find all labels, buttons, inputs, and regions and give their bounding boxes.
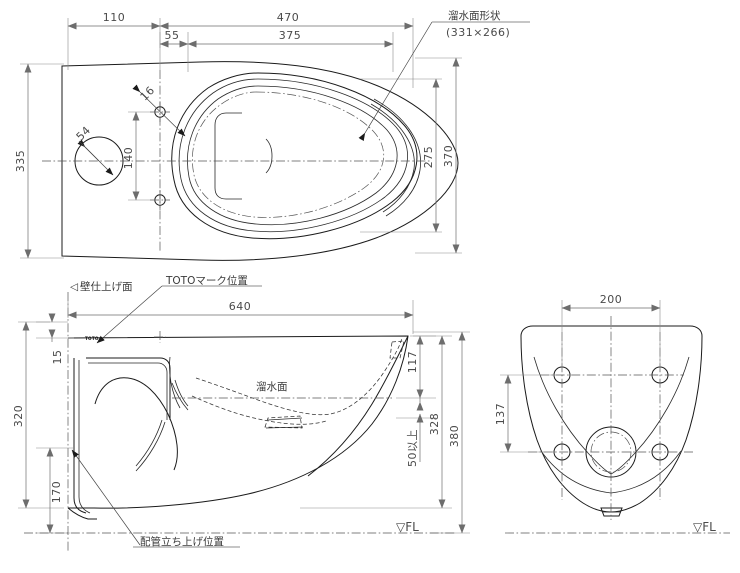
- label-floor-level-side: ▽FL: [396, 520, 419, 534]
- rear-drain-spigot: [600, 507, 623, 517]
- plan-rim-front-detail: [214, 112, 242, 200]
- side-lug-hidden: [264, 415, 303, 429]
- side-center-cross-symbol: [154, 331, 166, 343]
- side-base-outline: [67, 507, 97, 520]
- toto-logo-mark: TOTO: [85, 336, 99, 341]
- side-bowl-chamber: [86, 357, 171, 420]
- dim-640: 640: [229, 300, 252, 313]
- dim-320: 320: [12, 405, 25, 428]
- rear-body-outline: [520, 325, 703, 513]
- side-front-box: [73, 358, 87, 514]
- side-outlet-wall: [307, 335, 409, 477]
- plan-rim-inner: [178, 78, 408, 233]
- pipe-riser-leader: [71, 449, 141, 546]
- dim-470: 470: [277, 11, 300, 24]
- dim-200: 200: [600, 293, 623, 306]
- side-trapway-hidden-2: [191, 395, 327, 425]
- dim-137: 137: [494, 403, 507, 426]
- side-bowl-inner-curve-3: [135, 421, 166, 472]
- side-jet-channel-2: [174, 379, 189, 407]
- label-wall-finish-marker: ◁: [69, 281, 78, 293]
- side-outlet-pocket-hidden: [389, 340, 405, 359]
- dim-54: 54: [74, 124, 94, 144]
- label-floor-level-rear: ▽FL: [693, 520, 716, 534]
- dim-170: 170: [50, 481, 63, 504]
- dim-375: 375: [279, 29, 302, 42]
- side-bowl-inner-curve-2: [135, 419, 163, 467]
- water-shape-leader: [358, 21, 433, 142]
- dim-117: 117: [406, 351, 419, 374]
- dim-370: 370: [442, 145, 455, 168]
- plan-bowl-inner: [187, 85, 398, 226]
- rear-shoulder-left: [533, 356, 612, 475]
- toto-mark-leader: [96, 285, 163, 344]
- side-jet-channel-1: [169, 356, 181, 409]
- dim-335: 335: [14, 150, 27, 173]
- plan-water-surface-outline: [192, 91, 385, 218]
- rear-view: 200 137 ▽FL: [494, 293, 730, 534]
- plan-rim-outer: [171, 72, 418, 240]
- dim-110: 110: [103, 11, 126, 24]
- label-water-surface: 溜水面: [256, 380, 288, 393]
- plan-rim-edge-arc-1: [373, 98, 422, 217]
- dim-16: 16: [138, 84, 158, 104]
- dim-50-min: 50以上: [406, 429, 419, 467]
- side-bowl-inner-curve: [94, 377, 178, 471]
- dim-380: 380: [448, 425, 461, 448]
- side-body-outline: [67, 335, 409, 509]
- side-section-view: TOTO 溜水面 ◁ 壁仕上げ面 TOTOマーク位置 640: [12, 274, 470, 553]
- dim-328: 328: [428, 413, 441, 436]
- plan-rim-edge-arc-2: [370, 103, 415, 213]
- label-toto-mark-position: TOTOマーク位置: [165, 274, 248, 287]
- side-jet-channel-3: [171, 382, 189, 411]
- label-water-surface-shape: 溜水面形状: [448, 9, 501, 22]
- label-water-surface-size: (331×266): [446, 26, 510, 39]
- dim-275: 275: [422, 146, 435, 169]
- side-bowl-chamber-inner: [88, 362, 168, 420]
- side-front-box-inner: [78, 360, 91, 514]
- side-trapway-hidden: [195, 337, 403, 416]
- dim-140: 140: [122, 147, 135, 170]
- rear-shoulder-right: [610, 356, 690, 475]
- dim-15: 15: [51, 350, 64, 365]
- plan-view: 110 470 55 375 335 370: [14, 9, 530, 261]
- label-wall-finish: 壁仕上げ面: [80, 280, 133, 293]
- dim-55: 55: [165, 29, 180, 42]
- plan-rim-center-bracket: [265, 138, 273, 174]
- label-pipe-riser-position: 配管立ち上げ位置: [140, 535, 224, 548]
